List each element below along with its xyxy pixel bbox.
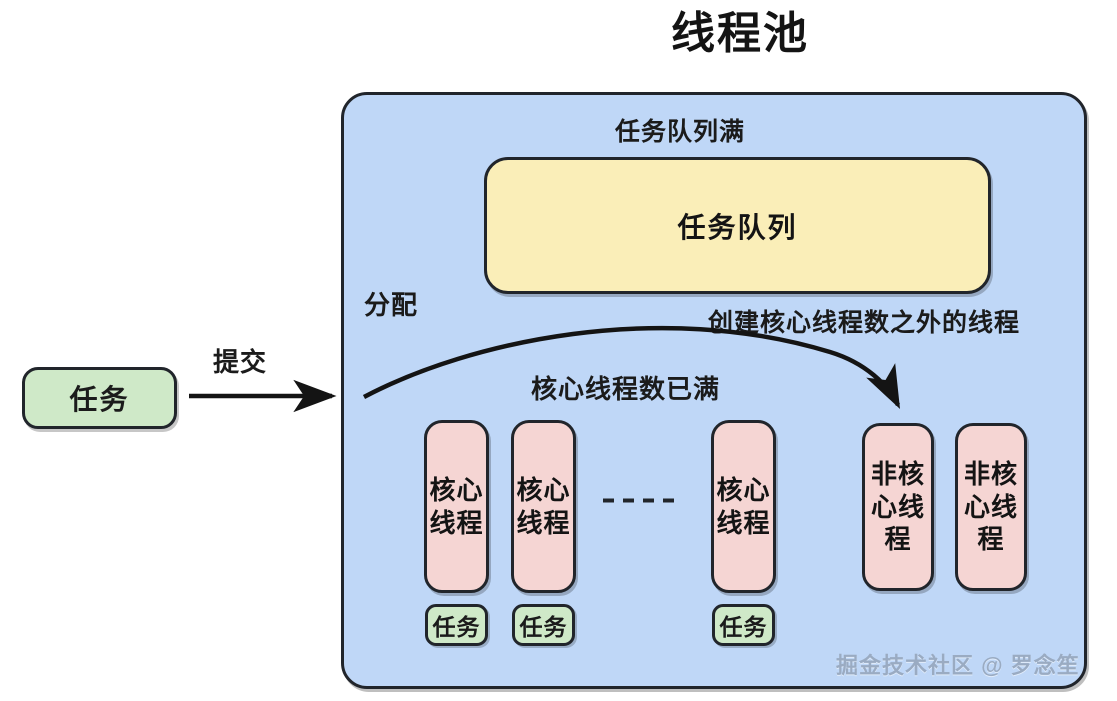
non-core-thread-label-line1: 非核: [963, 458, 1018, 489]
non-core-thread-label-line3: 程: [977, 524, 1005, 555]
core-thread-label-line1: 核心: [716, 474, 771, 505]
create-extra-thread-label: 创建核心线程数之外的线程: [708, 309, 1021, 337]
core-thread-task-chip: 任务: [712, 604, 775, 646]
core-thread-task-chip: 任务: [425, 604, 488, 646]
core-thread-label-line2: 线程: [429, 507, 484, 538]
non-core-thread-label-line3: 程: [884, 524, 912, 555]
core-thread-box: 核心 线程: [424, 420, 489, 593]
watermark: 掘金技术社区 @ 罗念笙: [836, 653, 1080, 678]
core-thread-task-label: 任务: [432, 614, 481, 640]
core-thread-task-label: 任务: [519, 614, 568, 640]
non-core-thread-box: 非核 心线 程: [955, 423, 1027, 591]
incoming-task-box: 任务: [22, 367, 177, 429]
core-thread-label-line2: 线程: [516, 507, 571, 538]
core-thread-task-label: 任务: [719, 614, 768, 640]
task-queue-label: 任务队列: [677, 211, 798, 243]
task-queue-box: 任务队列: [484, 157, 991, 294]
core-threads-full-label: 核心线程数已满: [531, 374, 721, 404]
non-core-thread-label-line1: 非核: [870, 458, 925, 489]
non-core-thread-box: 非核 心线 程: [862, 423, 934, 591]
non-core-thread-label-line2: 心线: [963, 491, 1018, 522]
task-queue-full-label: 任务队列满: [615, 118, 746, 146]
thread-continuation-dashes: [603, 498, 683, 503]
core-thread-label-line2: 线程: [716, 507, 771, 538]
core-thread-box: 核心 线程: [711, 420, 776, 593]
incoming-task-label: 任务: [69, 384, 130, 415]
submit-label: 提交: [213, 347, 268, 377]
core-thread-box: 核心 线程: [511, 420, 576, 593]
dispatch-label: 分配: [364, 290, 419, 320]
core-thread-task-chip: 任务: [512, 604, 575, 646]
non-core-thread-label-line2: 心线: [870, 491, 925, 522]
core-thread-label-line1: 核心: [429, 474, 484, 505]
page-title: 线程池: [671, 9, 809, 58]
core-thread-label-line1: 核心: [516, 474, 571, 505]
